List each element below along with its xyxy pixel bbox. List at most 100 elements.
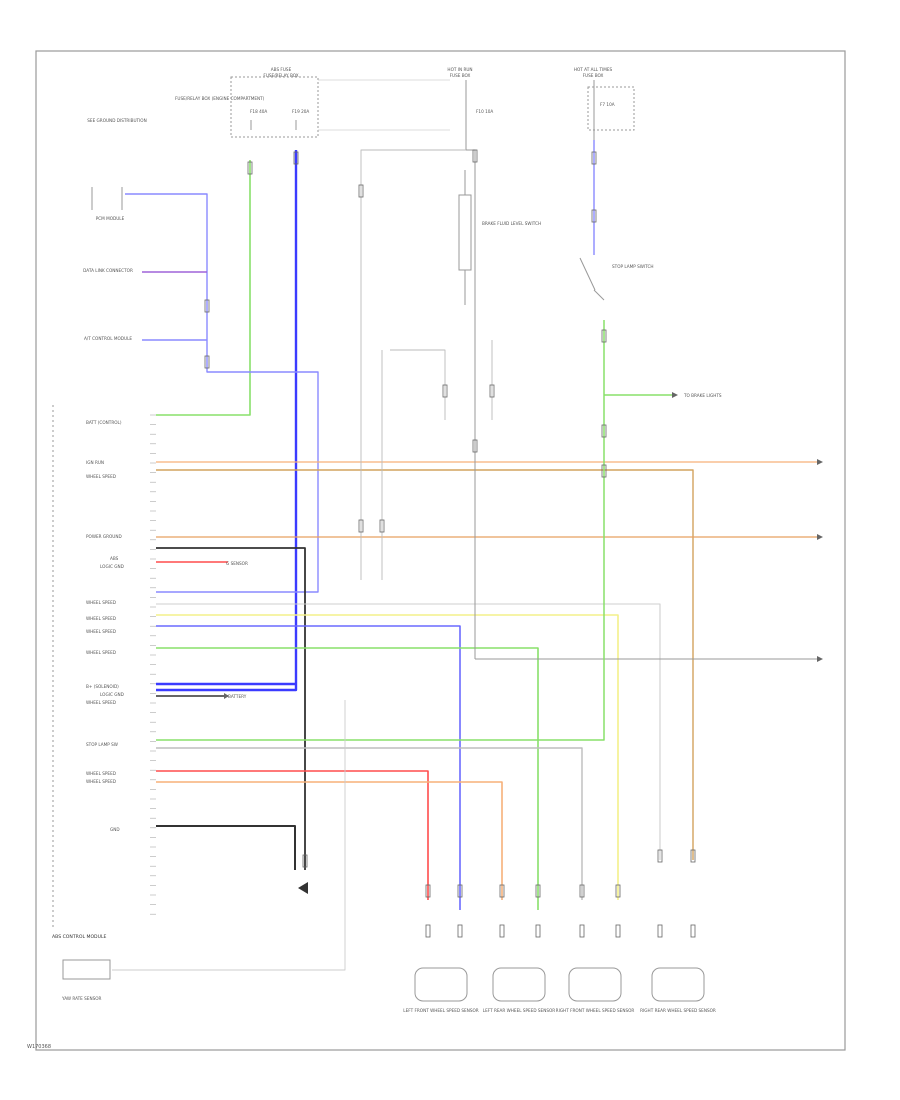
wire-connector bbox=[302, 854, 308, 868]
pin-label-logic-gnd-2: LOGIC GND bbox=[100, 692, 124, 697]
wire-connector bbox=[601, 464, 607, 478]
ground-distribution-label: SEE GROUND DISTRIBUTION bbox=[87, 118, 146, 123]
wire-connector bbox=[457, 924, 463, 938]
wheel-sensor-lr: LEFT REAR WHEEL SPEED SENSOR bbox=[483, 967, 556, 1013]
wheel-sensor-lf-label: LEFT FRONT WHEEL SPEED SENSOR bbox=[403, 1008, 479, 1013]
yaw-rate-sensor: YAW RATE SENSOR bbox=[61, 959, 111, 1001]
wheel-sensors: LEFT FRONT WHEEL SPEED SENSOR LEFT REAR … bbox=[403, 967, 716, 1013]
right-edge-arrows bbox=[817, 459, 823, 662]
wire-connector bbox=[591, 209, 597, 223]
wire-connector bbox=[690, 849, 696, 863]
wire-connector bbox=[601, 329, 607, 343]
fuse-box-1-title: ABS FUSE bbox=[271, 67, 292, 72]
stop-lamp-switch: STOP LAMP SWITCH bbox=[579, 257, 654, 301]
wheel-sensor-rr-label: RIGHT REAR WHEEL SPEED SENSOR bbox=[640, 1008, 716, 1013]
wire-connector bbox=[499, 884, 505, 898]
to-brake-lights-label: TO BRAKE LIGHTS bbox=[683, 393, 722, 398]
ecu-block: ABS CONTROL MODULE bbox=[52, 405, 156, 940]
pin-label-wss-2: WHEEL SPEED bbox=[86, 600, 116, 605]
fuse-box-1: ABS FUSE FUSE/RELAY BOX FUSE/RELAY BOX (… bbox=[175, 67, 319, 138]
wire-blue-lf bbox=[156, 625, 461, 910]
ground-symbol bbox=[298, 882, 308, 894]
wire-connector bbox=[499, 924, 505, 938]
wire-black-gnd bbox=[156, 825, 296, 870]
wire-connector bbox=[535, 884, 541, 898]
g-sensor-label: G SENSOR bbox=[226, 561, 248, 566]
wire-connector bbox=[690, 924, 696, 938]
wire-tan-wss bbox=[156, 469, 694, 860]
wire-red-lf bbox=[156, 770, 429, 900]
wire-gray-1 bbox=[156, 603, 661, 860]
wire-connector bbox=[535, 924, 541, 938]
wire-connector bbox=[472, 439, 478, 453]
fuse-label-2: F19 20A bbox=[292, 109, 309, 114]
ecu-pin-column bbox=[150, 414, 156, 915]
pin-label-wss-3: WHEEL SPEED bbox=[86, 616, 116, 621]
wire-connector bbox=[358, 184, 364, 198]
pin-label-wss-6: WHEEL SPEED bbox=[86, 700, 116, 705]
ecu-label: ABS CONTROL MODULE bbox=[52, 934, 107, 940]
pin-label-batt: BATT (CONTROL) bbox=[86, 420, 122, 425]
pin-label-wss-1: WHEEL SPEED bbox=[86, 474, 116, 479]
wheel-sensor-rf: RIGHT FRONT WHEEL SPEED SENSOR bbox=[556, 967, 635, 1013]
wire-black-ground bbox=[156, 547, 306, 870]
brake-fluid-level-switch: BRAKE FLUID LEVEL SWITCH bbox=[458, 170, 541, 305]
fuse-box-3-sub: FUSE BOX bbox=[583, 73, 604, 78]
wire-connector bbox=[379, 519, 385, 533]
fuse-label-3: F10 10A bbox=[476, 109, 493, 114]
wire-connector bbox=[472, 149, 478, 163]
fuse-box-1-sub: FUSE/RELAY BOX bbox=[263, 73, 298, 78]
wire-connector bbox=[293, 151, 299, 165]
wire-blue-ground bbox=[125, 193, 319, 593]
ground-distribution: SEE GROUND DISTRIBUTION bbox=[87, 118, 147, 210]
wire-green-batt bbox=[156, 160, 251, 416]
fuse-label-4: F7 10A bbox=[600, 102, 615, 107]
wire-connector bbox=[601, 424, 607, 438]
pin-label-gnd: GND bbox=[110, 827, 120, 832]
wire-connector bbox=[204, 299, 210, 313]
battery-label: BATTERY bbox=[228, 694, 247, 699]
diagram-frame bbox=[35, 50, 846, 1051]
pin-label-stop-lamp: STOP LAMP SW bbox=[86, 742, 118, 747]
wire-orange-lr bbox=[156, 781, 503, 900]
wire-connector bbox=[615, 924, 621, 938]
wire-connector bbox=[425, 884, 431, 898]
wire-connector bbox=[247, 161, 253, 175]
wire-connector bbox=[657, 924, 663, 938]
wires bbox=[112, 140, 817, 971]
brake-fluid-level-switch-label: BRAKE FLUID LEVEL SWITCH bbox=[482, 221, 541, 226]
pcm-module-label: PCM MODULE bbox=[96, 216, 125, 221]
wire-blue-solenoid bbox=[156, 150, 298, 692]
pin-label-wss-7: WHEEL SPEED bbox=[86, 771, 116, 776]
fuse-box-2-sub: FUSE BOX bbox=[450, 73, 471, 78]
data-link-connector-label: DATA LINK CONNECTOR bbox=[83, 268, 133, 273]
stop-lamp-switch-label: STOP LAMP SWITCH bbox=[612, 264, 654, 269]
wheel-sensor-lr-label: LEFT REAR WHEEL SPEED SENSOR bbox=[483, 1008, 556, 1013]
footer-code: W170368 bbox=[27, 1044, 52, 1050]
wire-yellow-wss bbox=[156, 614, 619, 900]
wire-connector bbox=[425, 924, 431, 938]
wheel-sensor-rr: RIGHT REAR WHEEL SPEED SENSOR bbox=[640, 967, 716, 1013]
wire-gray-2 bbox=[156, 747, 583, 900]
pin-labels: BATT (CONTROL) IGN RUN WHEEL SPEED POWER… bbox=[86, 420, 124, 832]
wire-green-stop bbox=[156, 320, 605, 741]
wire-green-lr bbox=[156, 647, 539, 910]
wire-gray-yaw bbox=[112, 700, 346, 971]
at-control-module-label: A/T CONTROL MODULE bbox=[84, 336, 132, 341]
wire-gray-g bbox=[390, 349, 446, 420]
wire-connector bbox=[579, 884, 585, 898]
wire-connector bbox=[579, 924, 585, 938]
fuse-box-2-title: HOT IN RUN bbox=[447, 67, 472, 72]
pin-label-logic-gnd: LOGIC GND bbox=[100, 564, 124, 569]
connectors bbox=[204, 149, 696, 938]
wire-connector bbox=[615, 884, 621, 898]
pin-label-wss-4: WHEEL SPEED bbox=[86, 629, 116, 634]
fuse-box-1-desc: FUSE/RELAY BOX (ENGINE COMPARTMENT) bbox=[175, 96, 265, 101]
svg-text:SEE GROUND DISTRIBUTION: SEE GROUND DISTRIBUTION bbox=[87, 118, 146, 123]
wire-connector bbox=[204, 355, 210, 369]
fuse-label-1: F18 40A bbox=[250, 109, 267, 114]
wire-connector bbox=[591, 151, 597, 165]
wheel-sensor-lf: LEFT FRONT WHEEL SPEED SENSOR bbox=[403, 967, 479, 1013]
wheel-sensor-rf-label: RIGHT FRONT WHEEL SPEED SENSOR bbox=[556, 1008, 635, 1013]
